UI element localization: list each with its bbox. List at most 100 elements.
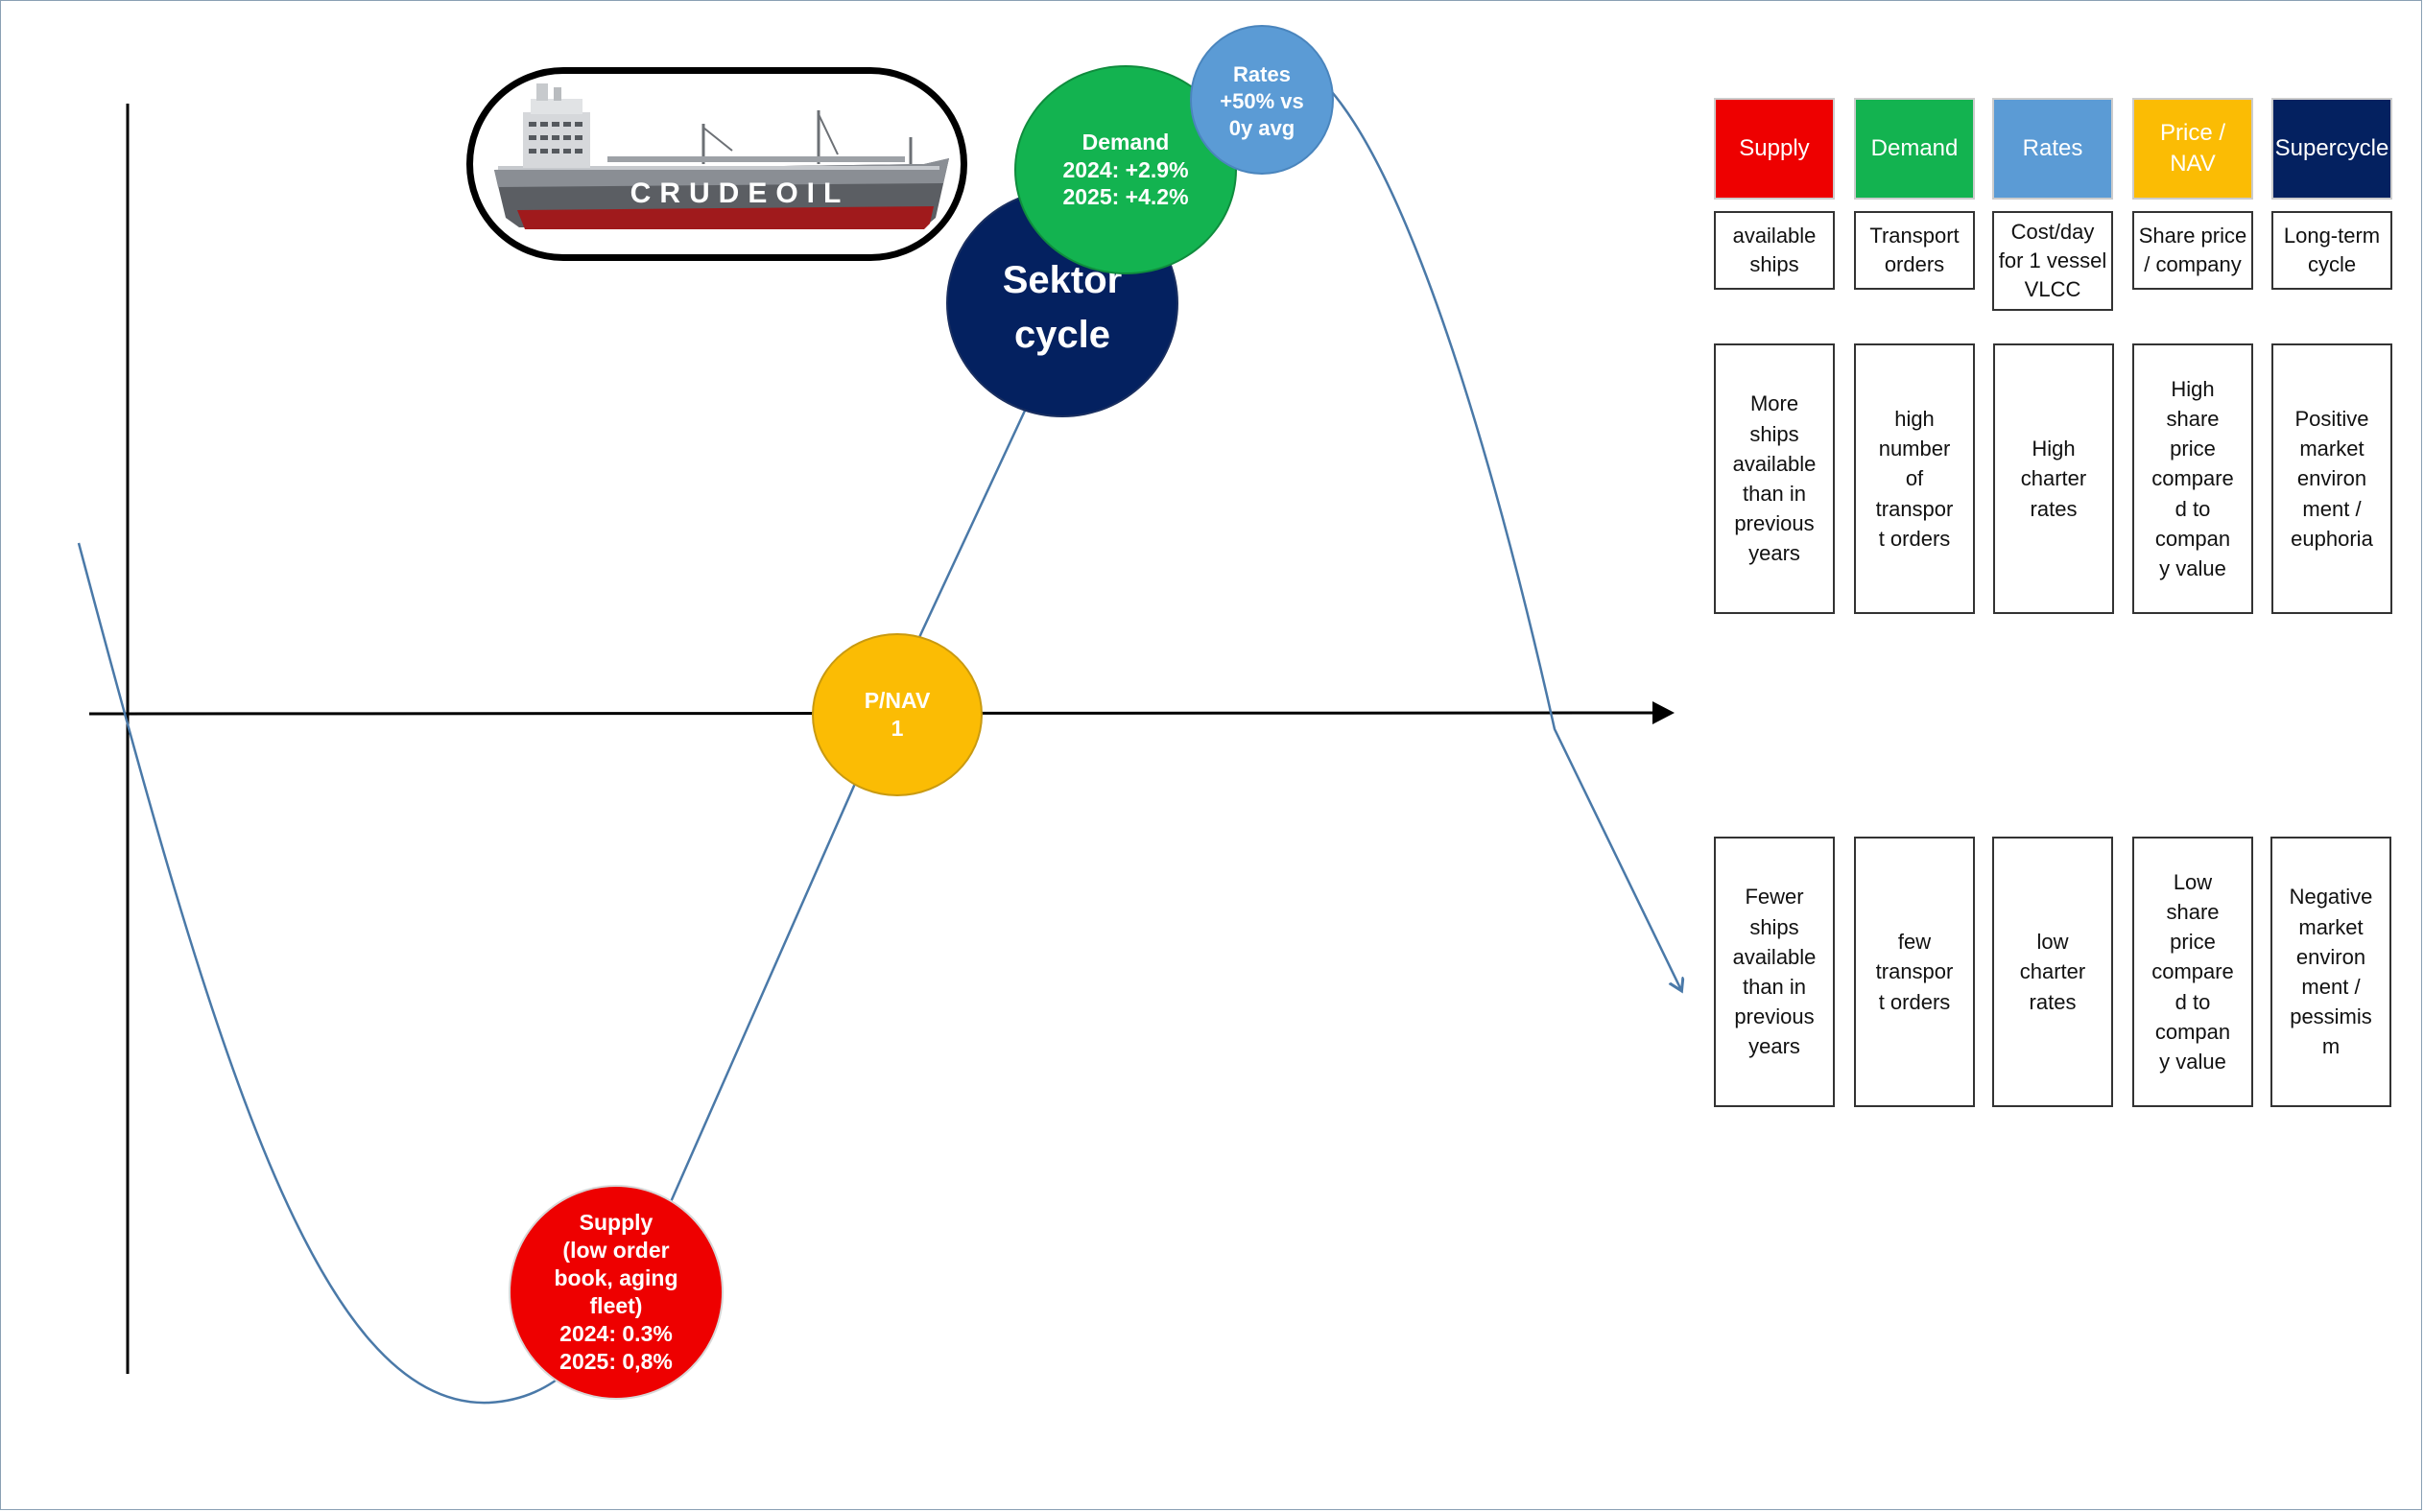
text-block: Rates	[2023, 133, 2083, 164]
text-line: high	[1894, 406, 1935, 431]
text-line: 2025: 0,8%	[559, 1348, 673, 1374]
text-line: Negative	[2289, 885, 2373, 910]
text-line: / company	[2144, 252, 2242, 276]
text-line: Supercycle	[2274, 134, 2389, 161]
text-line: Fewer	[1745, 885, 1804, 910]
hull-text: CRUDEOIL	[630, 177, 850, 209]
text-line: available	[1732, 451, 1817, 476]
text-line: price	[2170, 437, 2216, 461]
text-line: (low order	[562, 1238, 670, 1264]
text-line: 2024: +2.9%	[1062, 156, 1189, 182]
text-line: available	[1732, 944, 1817, 969]
horizontal-axis-arrowhead	[1652, 701, 1675, 724]
text-line: years	[1748, 541, 1800, 566]
text-line: Demand	[1870, 134, 1959, 161]
text-line: rates	[2029, 989, 2077, 1014]
text-line: previous	[1734, 1004, 1815, 1029]
text-line: Supply	[1739, 134, 1810, 161]
text-line: More	[1749, 391, 1799, 416]
text-line: compan	[2154, 1019, 2231, 1044]
text-line: price	[2170, 930, 2216, 955]
text-line: pessimis	[2290, 1004, 2372, 1029]
text-line: d to	[2174, 989, 2211, 1014]
text-line: t orders	[1878, 989, 1951, 1014]
text-line: Transport	[1869, 224, 1960, 248]
text-line: rates	[2030, 496, 2078, 521]
text-line: y value	[2159, 1050, 2226, 1075]
text-line: m	[2321, 1034, 2341, 1059]
text-line: years	[1748, 1034, 1800, 1059]
text-line: than in	[1742, 482, 1807, 506]
text-line: 2025: +4.2%	[1062, 184, 1189, 210]
header-supercycle: Supercycle	[2271, 98, 2392, 200]
text-block: Supercycle	[2275, 133, 2389, 164]
text-line: +50% vs	[1220, 89, 1304, 114]
text-block: Supply	[1739, 133, 1809, 164]
text-line: cycle	[1013, 314, 1111, 356]
text-line: fleet)	[589, 1293, 643, 1318]
text-block: Share price / company	[2139, 222, 2247, 278]
text-line: NAV	[2170, 151, 2216, 177]
header-price-nav: Price / NAV	[2132, 98, 2253, 200]
text-line: VLCC	[2024, 276, 2081, 301]
text-line: cycle	[2307, 252, 2357, 276]
definition-supercycle: Long-term cycle	[2271, 211, 2392, 290]
text-line: euphoria	[2291, 526, 2373, 551]
text-line: share	[2166, 899, 2220, 924]
text-line: transpor	[1875, 959, 1954, 984]
text-line: market	[2299, 437, 2365, 461]
header-supply: Supply	[1714, 98, 1835, 200]
text-line: Supply	[579, 1210, 654, 1236]
text-line: orders	[1884, 252, 1945, 276]
text-line: Share price	[2138, 224, 2247, 248]
text-line: ships	[1749, 914, 1799, 939]
text-line: compare	[2151, 466, 2234, 491]
definition-price-nav: Share price / company	[2132, 211, 2253, 290]
text-line: compan	[2154, 526, 2231, 551]
tanker-ship-icon: CRUDEOIL	[494, 83, 949, 229]
text-block: Transport orders	[1869, 222, 1959, 278]
text-line: High	[2032, 437, 2076, 461]
text-line: ment /	[2302, 496, 2362, 521]
text-line: compare	[2151, 959, 2234, 984]
text-line: Price /	[2159, 119, 2225, 146]
text-line: Rates	[1233, 62, 1291, 87]
text-line: ships	[1749, 421, 1799, 446]
text-line: available	[1732, 224, 1817, 248]
text-line: P/NAV	[864, 688, 931, 714]
text-line: share	[2166, 406, 2220, 431]
definition-demand: Transport orders	[1854, 211, 1975, 290]
text-line: market	[2298, 914, 2364, 939]
text-line: environ	[2296, 466, 2367, 491]
text-line: Long-term	[2283, 224, 2381, 248]
text-block: Price / NAV	[2160, 118, 2225, 180]
text-line: charter	[2019, 959, 2086, 984]
text-block: Long-term cycle	[2284, 222, 2380, 278]
text-line: y value	[2159, 556, 2226, 581]
text-line: d to	[2174, 496, 2211, 521]
text-block: Demand	[1871, 133, 1959, 164]
text-line: Demand	[1081, 129, 1170, 154]
